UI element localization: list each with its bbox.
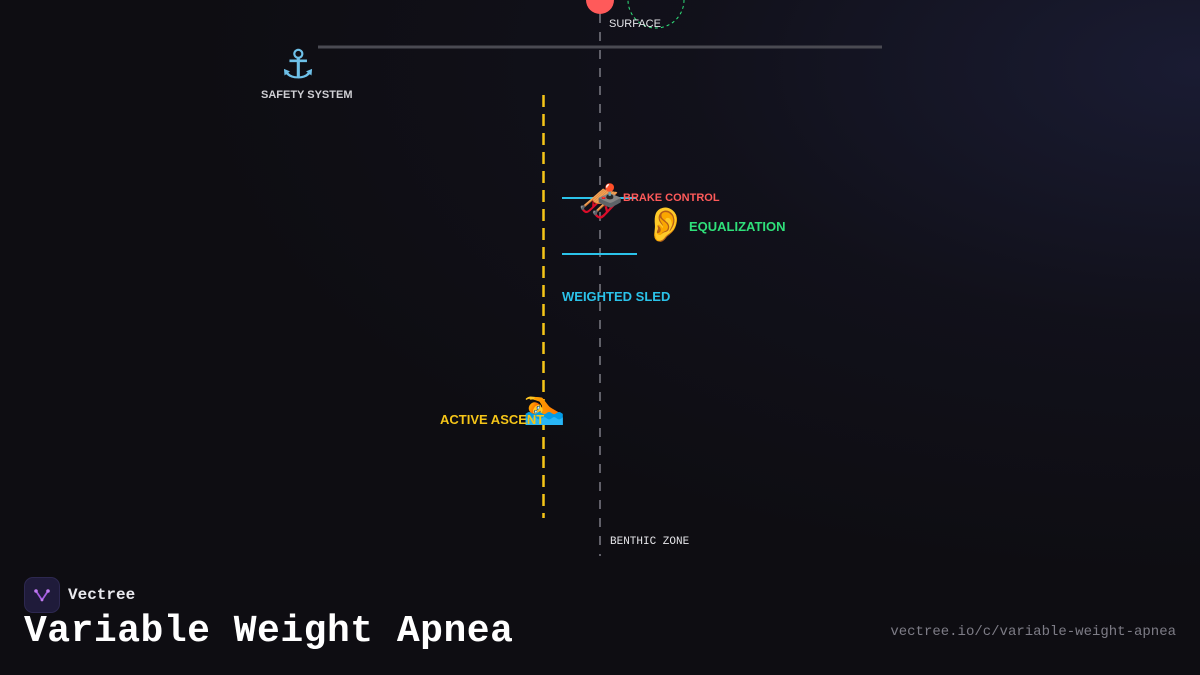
ear-icon: 👂 (644, 205, 687, 245)
surface-label: SURFACE (609, 18, 661, 30)
weighted-sled-label: WEIGHTED SLED (562, 289, 671, 304)
swimmer-icon: 🏊 (523, 387, 566, 427)
page-title: Variable Weight Apnea (24, 610, 514, 653)
anchor-icon: ⚓ (280, 42, 316, 88)
page-url[interactable]: vectree.io/c/variable-weight-apnea (890, 624, 1176, 640)
vectree-logo-icon (24, 577, 60, 613)
equalization-label: EQUALIZATION (689, 219, 786, 234)
brake-control-label: BRAKE CONTROL (623, 192, 720, 204)
sled-icon: 🛷 (578, 184, 623, 225)
brand-name: Vectree (68, 586, 136, 604)
active-ascent-label: ACTIVE ASCENT (440, 412, 545, 427)
brand: Vectree (24, 577, 135, 613)
joystick-icon: 🕹️ (596, 184, 624, 209)
safety-system-label: SAFETY SYSTEM (261, 89, 353, 101)
surface-buoy (586, 0, 614, 14)
equalization-ring (627, 0, 685, 29)
benthic-zone-label: BENTHIC ZONE (610, 536, 690, 548)
